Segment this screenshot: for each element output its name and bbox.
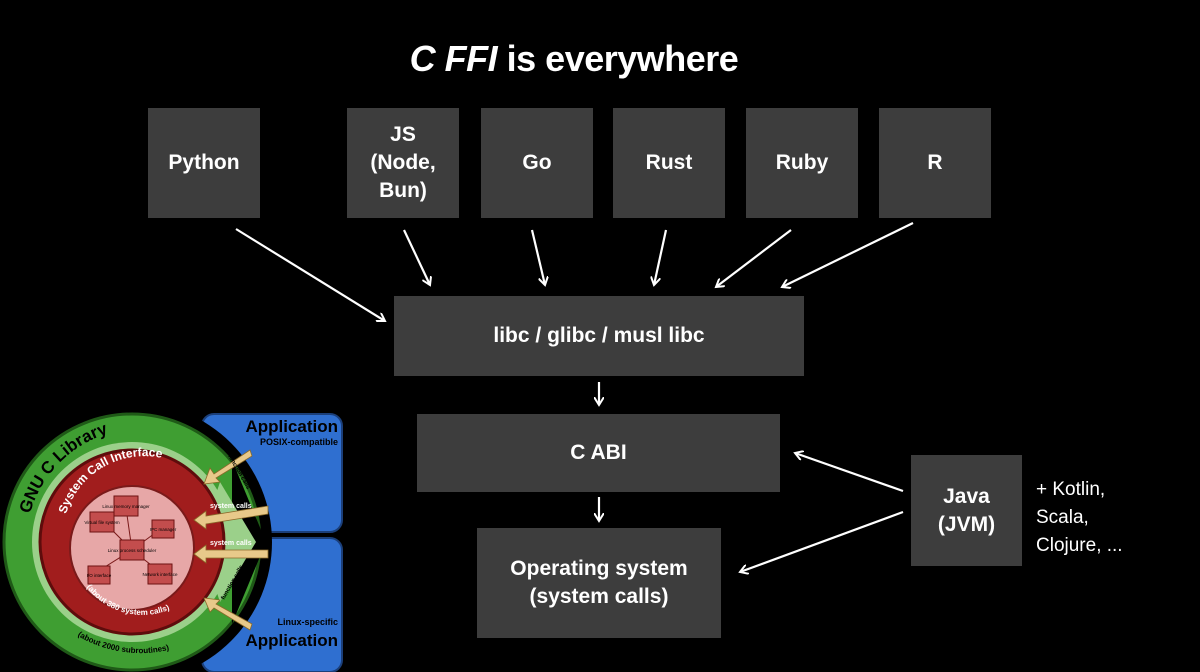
arrow-ruby-libc (716, 229, 792, 287)
function-call-arrow-bottom (203, 597, 253, 631)
kernel-ipc-box (151, 519, 175, 539)
application-top-sublabel: POSIX-compatible (260, 437, 338, 447)
kernel-io-label: I/O interface (87, 573, 112, 578)
kernel-memory-box (113, 495, 139, 517)
kernel-vfs-box (89, 511, 115, 533)
kernel-scheduler-label: Linux process scheduler (108, 548, 157, 553)
kernel-memory-label: Linux memory manager (102, 504, 150, 509)
operating-system-box: Operating system (system calls) (477, 528, 721, 638)
application-top-label: Application (245, 417, 338, 436)
arrow-rust-libc (654, 229, 668, 285)
js-box: JS (Node, Bun) (347, 108, 459, 218)
arrow-java-cabi (795, 453, 904, 493)
python-box: Python (148, 108, 260, 218)
glibc-architecture-diagram: Application POSIX-compatible Linux-speci… (0, 410, 343, 672)
java-box: Java (JVM) (911, 455, 1022, 566)
arrow-java-os (740, 510, 904, 572)
syscall-arrow-1 (193, 505, 269, 530)
kernel-ipc-label: IPC manager (150, 527, 177, 532)
go-box: Go (481, 108, 593, 218)
system-calls-label-2: system calls (210, 540, 252, 547)
kernel-scheduler-box (119, 539, 145, 561)
syscall-arrow-2 (193, 544, 269, 564)
kernel-network-label: Network interface (142, 572, 178, 577)
jvm-languages-note: + Kotlin, Scala, Clojure, ... (1036, 479, 1123, 556)
r-box: R (879, 108, 991, 218)
application-bottom-label: Application (245, 631, 338, 650)
slide-title: C FFI is everywhere (409, 38, 739, 79)
arrow-go-libc (530, 229, 545, 285)
arrow-r-libc (782, 222, 914, 287)
libc-box: libc / glibc / musl libc (394, 296, 804, 376)
c-abi-box: C ABI (417, 414, 780, 492)
application-bottom-sublabel: Linux-specific (277, 617, 338, 627)
arrow-python-libc (235, 228, 385, 321)
system-calls-label-1: system calls (210, 503, 252, 510)
rust-box: Rust (613, 108, 725, 218)
arrow-js-libc (403, 229, 430, 285)
kernel-io-box (87, 565, 111, 585)
ruby-box: Ruby (746, 108, 858, 218)
kernel-vfs-label: Virtual file system (84, 520, 119, 525)
function-call-arrow-top (203, 449, 253, 485)
kernel-network-box (147, 563, 173, 585)
